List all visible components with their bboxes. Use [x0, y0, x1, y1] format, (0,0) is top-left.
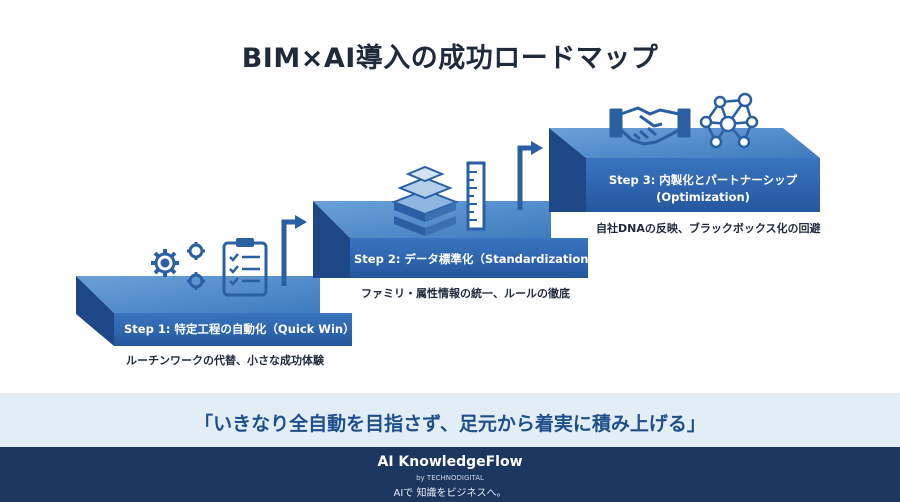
arrow-up-right-icon [517, 141, 543, 210]
gears-icon [151, 242, 205, 290]
step-3-description: 自社DNAの反映、ブラックボックス化の回避 [596, 222, 821, 235]
brand-byline: by TECHNODIGITAL [416, 474, 484, 482]
footer-bar: AI KnowledgeFlow by TECHNODIGITAL AIで 知識… [0, 447, 900, 502]
arrow-up-right-icon [281, 215, 307, 286]
key-message: 「いきなり全自動を目指さず、足元から着実に積み上げる」 [194, 413, 706, 435]
network-icon [699, 92, 759, 149]
step-1-label: Step 1: 特定工程の自動化（Quick Win） [124, 322, 355, 336]
step-2-label: Step 2: データ標準化（Standardization） [354, 252, 600, 266]
step-2-block [313, 201, 588, 278]
step-3-label-line1: Step 3: 内製化とパートナーシップ [608, 173, 798, 187]
step-1-block [76, 276, 352, 346]
key-message-banner: 「いきなり全自動を目指さず、足元から着実に積み上げる」 [0, 393, 900, 447]
clipboard-checklist-icon [222, 238, 268, 297]
page-title: BIM×AI導入の成功ロードマップ [241, 43, 659, 74]
brand-tagline: AIで 知識をビジネスへ。 [393, 488, 507, 499]
handshake-icon [609, 106, 691, 146]
brand-name: AI KnowledgeFlow [377, 454, 523, 470]
ruler-icon [466, 161, 486, 231]
step-3-label-line2: (Optimization) [656, 190, 750, 204]
step-1-description: ルーチンワークの代替、小さな成功体験 [126, 354, 324, 367]
stacked-layers-icon [391, 165, 459, 236]
step-2-description: ファミリ・属性情報の統一、ルールの徹底 [361, 287, 570, 300]
roadmap-stairs [76, 92, 820, 346]
